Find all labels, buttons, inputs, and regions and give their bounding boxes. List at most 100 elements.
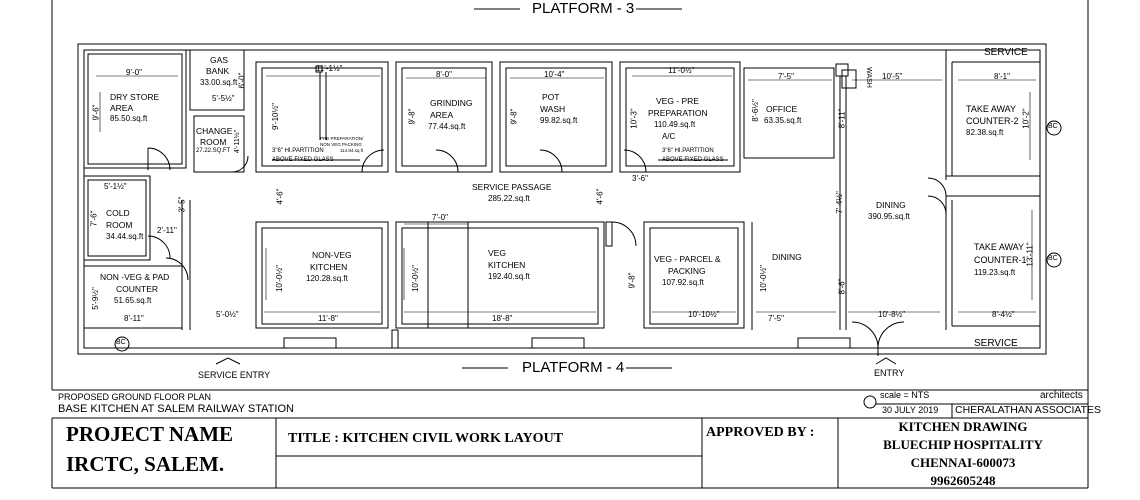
nonveg-pad-width: 8'-11" xyxy=(124,314,144,323)
dry-store-width: 9'-0" xyxy=(126,68,142,77)
project-name-label: PROJECT NAME xyxy=(66,422,234,446)
nonveg-pre-note: PRE PREPARATION/ xyxy=(320,136,364,141)
bc-icon: BC xyxy=(1048,123,1058,130)
dining-top-dim: 10'-5" xyxy=(882,72,903,81)
pot-wash-height: 9'-8" xyxy=(509,108,519,125)
veg-pre-area: 110.49.sq.ft xyxy=(654,120,696,129)
pot-wash-area: 99.82.sq.ft xyxy=(540,116,578,125)
dry-store-area: 85.50.sq.ft xyxy=(110,114,148,123)
grinding-area: 77.44.sq.ft xyxy=(428,122,466,131)
grinding-width: 8'-0" xyxy=(436,70,452,79)
nonveg-pad-area: 51.65.sq.ft xyxy=(114,296,152,305)
nonveg-kitchen-name2: KITCHEN xyxy=(310,262,348,272)
nonveg-pre-width: 11'-1½" xyxy=(316,64,343,73)
partition-note-right2: ABOVE FIXED GLASS xyxy=(662,157,724,163)
drawing-title: TITLE : KITCHEN CIVIL WORK LAYOUT xyxy=(288,431,564,446)
dining-main-area: 390.95.sq.ft xyxy=(868,212,910,221)
client-line-3: CHENNAI-600073 xyxy=(910,455,1016,470)
left-bottom-dim: 5'-0½" xyxy=(216,310,239,319)
client-line-2: BLUECHIP HOSPITALITY xyxy=(883,437,1043,452)
cold-room-name: COLD xyxy=(106,208,130,218)
grinding-name: GRINDING xyxy=(430,98,473,108)
nonveg-pad-name: NON -VEG & PAD xyxy=(100,272,170,282)
dining-small-height: 10'-0½" xyxy=(759,264,769,293)
gas-bank-area: 33.00.sq.ft xyxy=(200,78,238,87)
service-passage-name: SERVICE PASSAGE xyxy=(472,182,552,192)
dining-bottom-dim: 10'-8½" xyxy=(878,310,906,319)
office-height: 8'-6½" xyxy=(750,99,760,122)
drawing-date: 30 JULY 2019 xyxy=(882,405,939,415)
take-away-2-width: 8'-1" xyxy=(994,72,1010,81)
veg-pre-height: 10'-3" xyxy=(629,108,639,129)
cold-room-side-dim: 2'-11" xyxy=(157,226,177,235)
take-away-2-name: TAKE AWAY xyxy=(966,104,1017,114)
platform-3-label: PLATFORM - 3 xyxy=(532,0,635,17)
firm-name: CHERALATHAN ASSOCIATES xyxy=(955,404,1102,416)
nonveg-pre-area: 114.84.sq.ft xyxy=(340,148,364,153)
gas-bank-name: GAS xyxy=(210,55,228,65)
veg-kitchen-name2: KITCHEN xyxy=(488,260,526,270)
change-room-area: 27.22.SQ.FT xyxy=(196,148,231,154)
change-room-height: 4'-11½" xyxy=(234,129,242,154)
client-line-4: 9962605248 xyxy=(930,473,996,488)
service-entry-label: SERVICE ENTRY xyxy=(198,370,271,380)
entry-label: ENTRY xyxy=(874,368,905,378)
change-room-name2: ROOM xyxy=(200,137,227,147)
pot-wash-name2: WASH xyxy=(540,104,566,114)
veg-kitchen-height: 10'-0½" xyxy=(411,264,421,293)
bc-icon: BC xyxy=(1048,255,1058,262)
gas-bank-height: 6'-0" xyxy=(237,72,247,89)
platform-4-label: PLATFORM - 4 xyxy=(522,359,625,376)
service-passage-right-dim: 4'-6" xyxy=(595,188,605,205)
nonveg-kitchen-width: 11'-8" xyxy=(318,314,338,323)
partition-note-left: 3"6" HI.PARTITION xyxy=(272,148,324,154)
grinding-height: 9'-8" xyxy=(407,108,417,125)
scale-label: scale = NTS xyxy=(880,390,930,400)
plan-subtitle: BASE KITCHEN AT SALEM RAILWAY STATION xyxy=(58,403,294,415)
nonveg-pad-height: 5'-9½" xyxy=(90,287,100,310)
architects-label: architects xyxy=(1040,390,1083,401)
veg-pre-note: A/C xyxy=(662,132,676,141)
partition-note-right: 3"6" HI.PARTITION xyxy=(662,148,714,154)
dining-small-width: 7'-5" xyxy=(768,314,784,323)
dining-small-name: DINING xyxy=(772,252,802,262)
pot-wash-width: 10'-4" xyxy=(544,70,565,79)
take-away-1-area: 119.23.sq.ft xyxy=(974,268,1016,277)
service-label-top: SERVICE xyxy=(984,47,1028,58)
client-line-1: KITCHEN DRAWING xyxy=(898,419,1028,434)
cold-room-area: 34.44.sq.ft xyxy=(106,232,144,241)
veg-pre-name: VEG - PRE xyxy=(656,96,699,106)
veg-parcel-name: VEG - PARCEL & xyxy=(654,254,721,264)
veg-kitchen-top-dim: 7'-0" xyxy=(432,213,448,222)
veg-parcel-width: 10'-10½" xyxy=(688,310,720,319)
change-room-name: CHANGE xyxy=(196,126,233,136)
gas-bank-width: 5'-5½" xyxy=(212,94,235,103)
take-away-1-name: TAKE AWAY xyxy=(974,242,1025,252)
approved-by-label: APPROVED BY : xyxy=(706,425,815,440)
veg-kitchen-area: 192.40.sq.ft xyxy=(488,272,530,281)
dim-3-6: 3'-6" xyxy=(632,174,648,183)
service-passage-area: 285.22.sq.ft xyxy=(488,194,530,203)
nonveg-kitchen-area: 120.28.sq.ft xyxy=(306,274,348,283)
office-name: OFFICE xyxy=(766,104,798,114)
bc-icon: BC xyxy=(116,339,126,346)
take-away-2-area: 82.38.sq.ft xyxy=(966,128,1004,137)
dry-store-height: 9'-6" xyxy=(91,104,101,121)
veg-parcel-name2: PACKING xyxy=(668,266,706,276)
service-label-bottom: SERVICE xyxy=(974,338,1018,349)
cold-room-height: 7'-6" xyxy=(89,210,99,227)
cold-room-width: 5'-1½" xyxy=(104,182,127,191)
pot-wash-name: POT xyxy=(542,92,560,102)
dry-store-name2: AREA xyxy=(110,103,134,113)
veg-pre-name2: PREPARATION xyxy=(648,108,708,118)
dry-store-name: DRY STORE xyxy=(110,92,160,102)
veg-parcel-area: 107.92.sq.ft xyxy=(662,278,704,287)
cold-room-name2: ROOM xyxy=(106,220,133,230)
veg-kitchen-name: VEG xyxy=(488,248,506,258)
take-away-2-name2: COUNTER-2 xyxy=(966,116,1019,126)
partition-note-left2: ABOVE FIXED GLASS xyxy=(272,157,334,163)
office-width: 7'-5" xyxy=(778,72,794,81)
dining-height-3: 8'-6" xyxy=(837,278,847,295)
veg-parcel-height: 9'-8" xyxy=(627,272,637,289)
